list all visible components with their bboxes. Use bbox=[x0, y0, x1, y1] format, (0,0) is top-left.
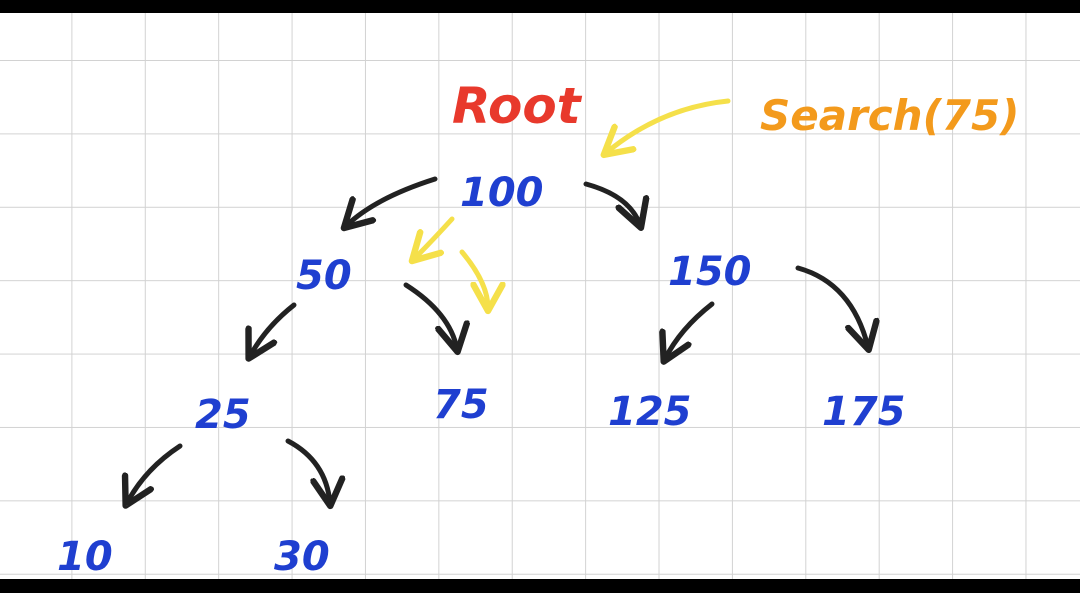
edge-100-150 bbox=[583, 181, 640, 225]
node-125: 125 bbox=[608, 389, 692, 435]
search-label-text: Search(75) bbox=[760, 91, 1019, 140]
node-10: 10 bbox=[57, 534, 113, 579]
edge-100-50 bbox=[346, 176, 438, 226]
search-label: Search(75) bbox=[760, 91, 1019, 140]
edge-150-175 bbox=[795, 265, 868, 347]
edge-50-75 bbox=[403, 282, 457, 349]
grid-canvas: Root Search(75) 100 50 150 25 75 125 175… bbox=[0, 13, 1080, 579]
edge-25-10 bbox=[127, 443, 183, 503]
search-arrow-to-root bbox=[606, 98, 731, 153]
node-30: 30 bbox=[274, 534, 330, 579]
node-150: 150 bbox=[668, 249, 752, 295]
search-arrow-to-75 bbox=[459, 249, 488, 308]
edge-150-125 bbox=[665, 301, 715, 359]
root-label: Root bbox=[452, 77, 583, 135]
edge-25-30 bbox=[285, 438, 330, 503]
node-25: 25 bbox=[195, 392, 251, 438]
bst-diagram: Root Search(75) 100 50 150 25 75 125 175… bbox=[57, 77, 1019, 579]
node-75: 75 bbox=[433, 382, 489, 428]
node-50: 50 bbox=[296, 253, 352, 299]
search-arrow-to-50 bbox=[414, 216, 455, 259]
node-100: 100 bbox=[460, 170, 544, 216]
edge-50-25 bbox=[250, 302, 297, 356]
node-175: 175 bbox=[822, 389, 906, 435]
